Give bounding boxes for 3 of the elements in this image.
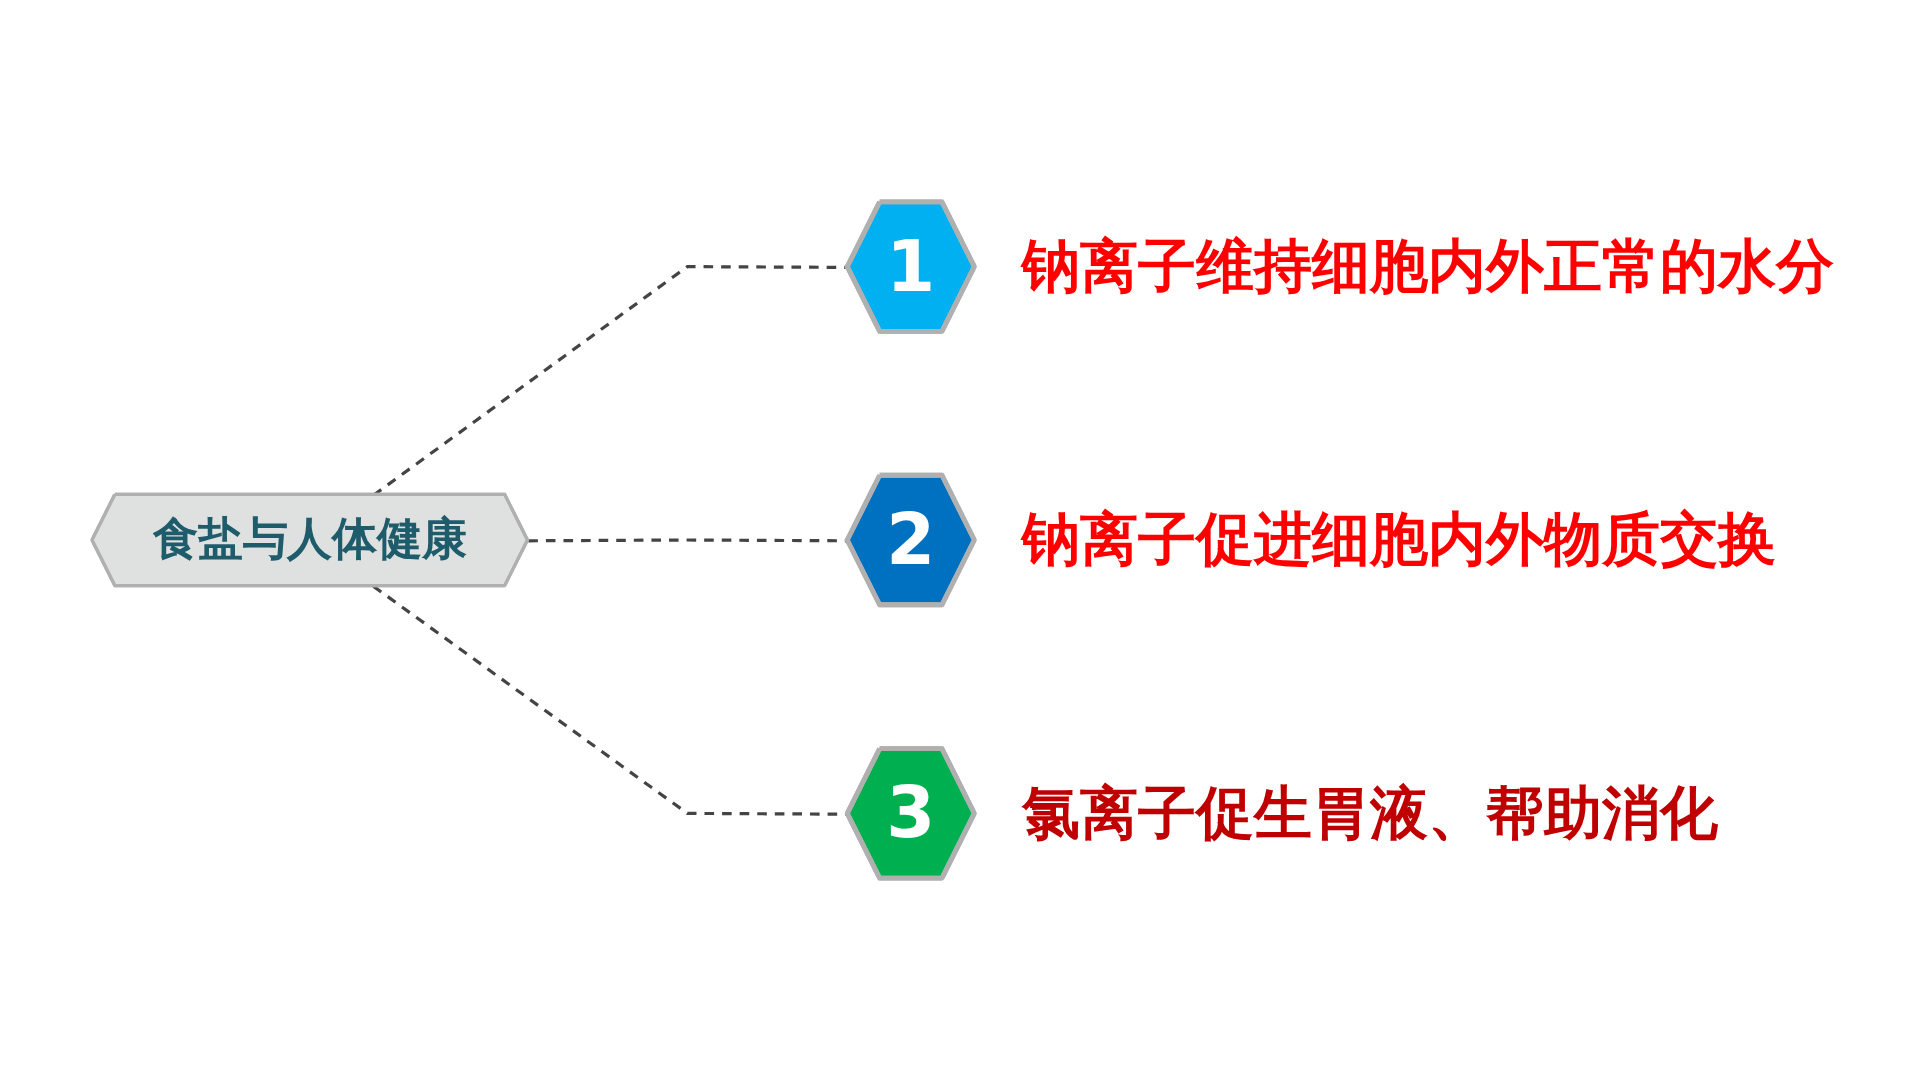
description-text: 氯离子促生胃液、帮助消化 — [1022, 779, 1719, 847]
description-text: 钠离子促进细胞内外物质交换 — [1022, 506, 1777, 574]
description-text: 钠离子维持细胞内外正常的水分 — [1022, 233, 1835, 301]
